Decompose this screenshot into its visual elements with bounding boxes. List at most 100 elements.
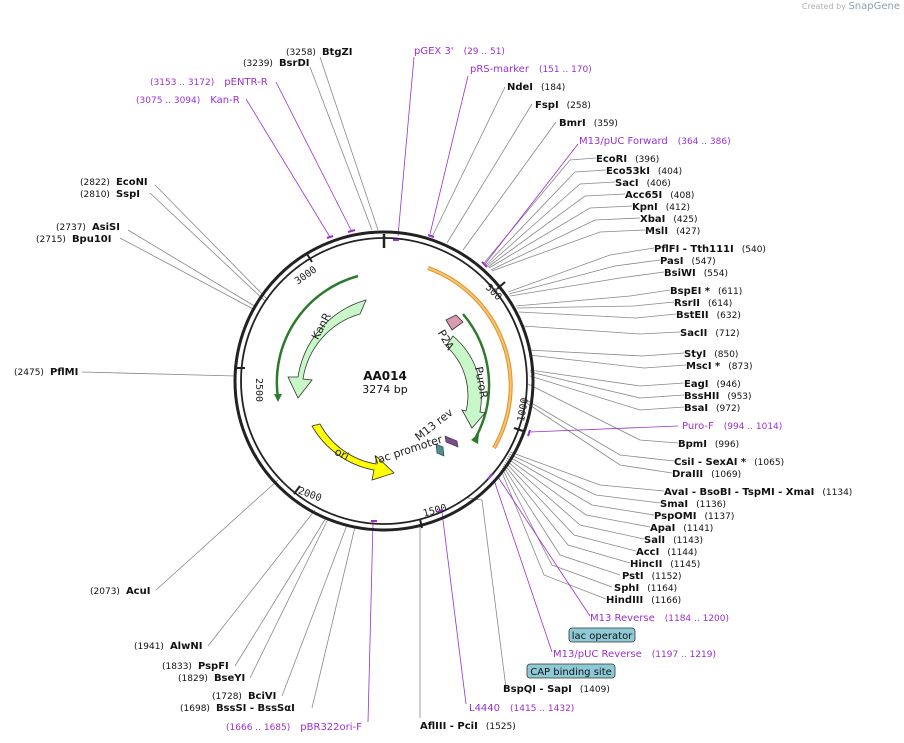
primer-label-kanr: (3075 .. 3094)Kan-R: [136, 95, 240, 106]
primer-line-purof: [529, 425, 679, 433]
site-pos-draiii: (1069): [711, 470, 741, 480]
site-name-csii: CsiI - SexAI *: [674, 457, 747, 468]
site-pos-ndei: (184): [541, 83, 565, 93]
puror-outer-arc: [462, 313, 491, 438]
site-pos-sali: (1143): [673, 536, 703, 546]
primer-range-m13pucrev: (1197 .. 1219): [652, 650, 716, 660]
primer-name-pentr: pENTR-R: [224, 77, 267, 88]
site-line-ndei: [431, 86, 506, 238]
site-name-bcivi: BciVI: [248, 691, 276, 702]
site-label-bpu10i: (2715)Bpu10I: [36, 234, 111, 245]
site-name-sacii: SacII: [680, 328, 707, 339]
site-pos-csii: (1065): [754, 458, 784, 468]
primer-name-l4440: L4440: [469, 703, 500, 714]
site-pos-sphi: (1164): [647, 584, 677, 594]
site-name-bsiwi: BsiWI: [664, 268, 696, 279]
site-line-smai: [508, 453, 661, 504]
site-label-afliii: AflIII - PciI(1525): [420, 721, 516, 732]
site-label-bspqi: BspQI - SapI(1409): [503, 684, 610, 695]
site-name-bsssi: BssSI - BssSαI: [216, 703, 295, 714]
primer-labels: pGEX 3' (29 .. 51) pRS-marker (151 .. 170)…: [136, 46, 782, 733]
site-pos-eagi: (946): [716, 380, 740, 390]
site-name-pasi: PasI: [660, 256, 683, 267]
site-name-pflfi: PflFI - Tth111I: [654, 244, 734, 255]
site-name-smai: SmaI: [660, 499, 688, 510]
site-name-styi: StyI: [684, 349, 706, 360]
primer-label-prs: pRS-marker (151 .. 170): [470, 64, 592, 75]
site-pos-btgzi: (3258): [286, 48, 316, 58]
site-label-hincii: HincII(1145): [630, 559, 700, 570]
primer-mark-pentr: [347, 229, 356, 233]
primer-range-m13fwd: (364 .. 386): [678, 137, 731, 147]
site-label-bsai: BsaI (972): [684, 403, 740, 414]
primer-mark-l4440: [436, 509, 443, 513]
site-pos-smai: (1136): [696, 500, 726, 510]
site-line-pasi: [508, 259, 661, 295]
site-name-bspqi: BspQI - SapI: [503, 684, 572, 695]
primer-lines: [245, 56, 679, 723]
site-pos-pspfi: (1833): [162, 662, 192, 672]
primer-range-pgex: (29 .. 51): [464, 47, 505, 57]
site-pos-bsai: (972): [716, 404, 740, 414]
site-name-afliii: AflIII - PciI: [420, 721, 478, 732]
primer-mark-m13f: [481, 261, 488, 268]
primer-name-pgex: pGEX 3': [414, 46, 454, 57]
primer-label-pgex: pGEX 3' (29 .. 51): [414, 46, 505, 57]
puror-arrow: [445, 335, 486, 429]
tick-2000: [293, 485, 301, 495]
primer-label-purof: Puro-F(994 .. 1014): [682, 421, 782, 432]
site-pos-rsrii: (614): [708, 299, 732, 309]
site-label-bseyi: (1829)BseYI: [178, 673, 245, 684]
site-name-bpu10i: Bpu10I: [72, 234, 112, 245]
site-name-bsrdi: BsrDI: [279, 58, 310, 69]
site-pos-bspei: (611): [718, 287, 742, 297]
site-line-bspei: [515, 289, 671, 307]
m13-rev-mark: [444, 435, 459, 448]
orange-outer-arc-inner: [427, 267, 512, 449]
site-label-msci: MscI *(873): [686, 361, 752, 372]
site-label-saci: SacI(406): [615, 178, 671, 189]
primer-range-prs: (151 .. 170): [539, 65, 592, 75]
site-name-bsshii: BssHII: [684, 391, 719, 402]
site-label-sacii: SacII(712): [680, 328, 740, 339]
site-line-pflfi: [507, 247, 655, 293]
site-pos-msci: (873): [728, 362, 752, 372]
site-pos-asisi: (2737): [56, 223, 86, 233]
site-label-pflfi: PflFI - Tth111I(540): [654, 244, 766, 255]
site-line-saci: [486, 181, 616, 267]
lac-promoter-mark: [435, 443, 445, 457]
primer-name-kanr: Kan-R: [210, 95, 239, 106]
site-line-styi: [527, 349, 685, 357]
site-label-ndei: NdeI(184): [507, 82, 565, 93]
site-label-ecori: EcoRI(396): [596, 154, 659, 165]
cap-binding-site-label: CAP binding site: [530, 667, 612, 678]
site-label-eagi: EagI(946): [684, 379, 741, 390]
lac-operator-rect: [568, 627, 636, 643]
lac-operator-label: lac operator: [572, 631, 633, 642]
site-name-bsai: BsaI: [684, 403, 708, 414]
site-line-bpmi: [527, 383, 679, 444]
site-line-bsssi: [311, 526, 356, 709]
site-pos-bsssi: (1698): [180, 704, 210, 714]
primer-range-l4440: (1415 .. 1432): [510, 704, 574, 714]
primer-name-prs: pRS-marker: [470, 64, 530, 75]
site-pos-pspomi: (1137): [704, 512, 734, 522]
site-label-acc65i: Acc65I(408): [625, 190, 694, 201]
site-line-draiii: [521, 399, 673, 474]
site-label-acci: AccI(1144): [636, 547, 697, 558]
site-name-fspi: FspI: [535, 100, 559, 111]
site-label-msli: MslI(427): [645, 226, 700, 237]
site-pos-styi: (850): [714, 350, 738, 360]
primer-line-m13rev: [497, 476, 591, 617]
plasmid-name: AA014: [363, 369, 407, 383]
site-pos-bsshii: (953): [727, 392, 751, 402]
ruler-label-2500: 2500: [253, 378, 264, 402]
site-label-apai: ApaI(1141): [650, 523, 713, 534]
primer-line-m13fwd: [484, 143, 579, 265]
site-name-asisi: AsiSI: [92, 222, 120, 233]
site-name-pflmi: PflMI: [50, 367, 78, 378]
site-line-acci: [504, 461, 637, 552]
site-line-bpu10i: [119, 237, 256, 311]
site-line-hincii: [503, 463, 631, 564]
primer-mark-prs: [427, 234, 435, 238]
